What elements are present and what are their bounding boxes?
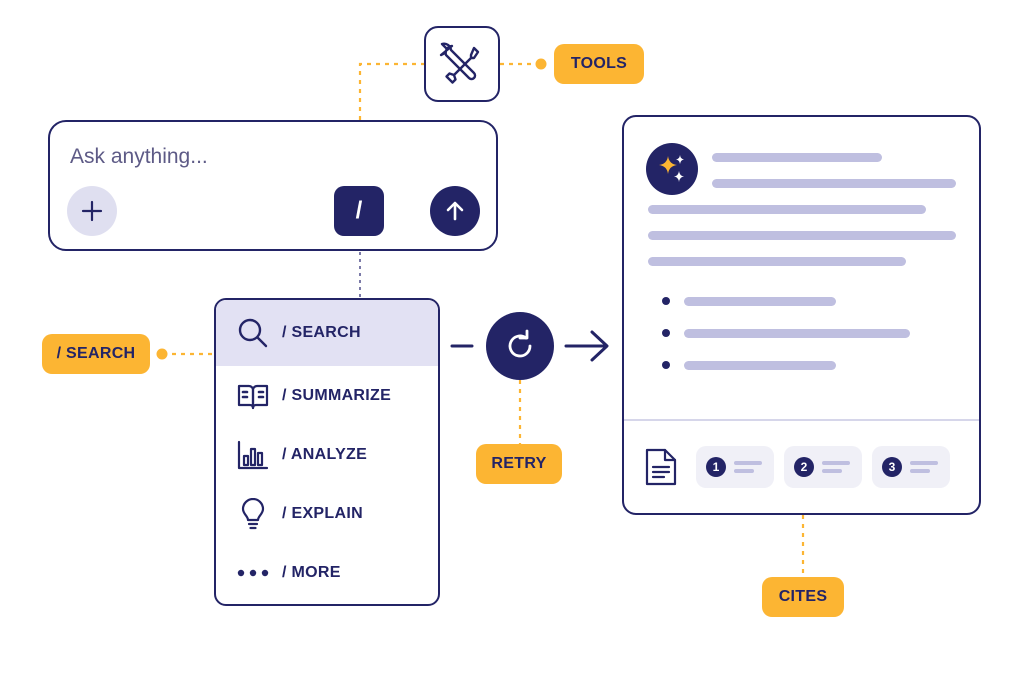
menu-item-label: / SEARCH xyxy=(282,324,361,341)
citation-placeholder-line xyxy=(910,469,930,473)
ask-input[interactable] xyxy=(70,142,450,172)
citation-number: 1 xyxy=(706,457,726,477)
arrow-up-icon xyxy=(446,201,464,221)
retry-callout: RETRY xyxy=(476,444,562,484)
text-placeholder-line xyxy=(712,153,882,162)
citation-chip[interactable]: 1 xyxy=(696,446,774,488)
bullet-placeholder-line xyxy=(684,297,836,306)
citation-number: 2 xyxy=(794,457,814,477)
command-menu: / SEARCH / SUMMARIZE / ANALYZE / EXPLAIN… xyxy=(214,298,440,606)
citation-placeholder-line xyxy=(910,461,938,465)
menu-item-label: / SUMMARIZE xyxy=(282,386,392,404)
assistant-avatar xyxy=(646,143,698,195)
retry-button[interactable] xyxy=(486,312,554,380)
menu-item-summarize[interactable]: / SUMMARIZE xyxy=(216,366,438,425)
refresh-icon xyxy=(508,329,532,358)
menu-item-more[interactable]: / MORE xyxy=(216,543,438,602)
document-icon xyxy=(644,447,678,492)
lightbulb-icon xyxy=(236,497,270,531)
cites-callout: CITES xyxy=(762,577,844,617)
add-attachment-button[interactable] xyxy=(67,186,117,236)
chat-composer: / xyxy=(48,120,498,251)
text-placeholder-line xyxy=(648,205,926,214)
menu-item-explain[interactable]: / EXPLAIN xyxy=(216,484,438,543)
magnifier-icon xyxy=(236,316,270,350)
citation-placeholder-line xyxy=(822,461,850,465)
search-callout: / SEARCH xyxy=(42,334,150,374)
bar-chart-icon xyxy=(236,438,270,472)
citation-number: 3 xyxy=(882,457,902,477)
menu-item-label: / EXPLAIN xyxy=(282,504,363,522)
card-divider xyxy=(624,419,979,421)
citation-chip[interactable]: 3 xyxy=(872,446,950,488)
tools-button[interactable] xyxy=(424,26,500,102)
text-placeholder-line xyxy=(712,179,956,188)
text-placeholder-line xyxy=(648,231,956,240)
menu-item-label: / ANALYZE xyxy=(282,445,368,463)
bullet-placeholder-line xyxy=(684,361,836,370)
ellipsis-icon xyxy=(236,556,270,590)
citation-placeholder-line xyxy=(822,469,842,473)
wrench-screwdriver-icon xyxy=(439,42,480,84)
bullet-dot xyxy=(662,329,670,337)
bullet-dot xyxy=(662,361,670,369)
plus-icon xyxy=(81,200,103,222)
slash-command-button[interactable]: / xyxy=(334,186,384,236)
citation-placeholder-line xyxy=(734,469,754,473)
menu-item-search[interactable]: / SEARCH xyxy=(216,300,438,366)
text-placeholder-line xyxy=(648,257,906,266)
menu-item-label: / MORE xyxy=(282,563,341,581)
arrow-right-icon xyxy=(564,330,609,362)
open-book-icon xyxy=(236,379,270,413)
answer-card: 1 2 3 xyxy=(622,115,981,515)
send-button[interactable] xyxy=(430,186,480,236)
menu-item-analyze[interactable]: / ANALYZE xyxy=(216,425,438,484)
citation-chip[interactable]: 2 xyxy=(784,446,862,488)
tools-callout: TOOLS xyxy=(554,44,644,84)
citation-placeholder-line xyxy=(734,461,762,465)
bullet-placeholder-line xyxy=(684,329,910,338)
sparkles-icon xyxy=(659,155,684,182)
bullet-dot xyxy=(662,297,670,305)
